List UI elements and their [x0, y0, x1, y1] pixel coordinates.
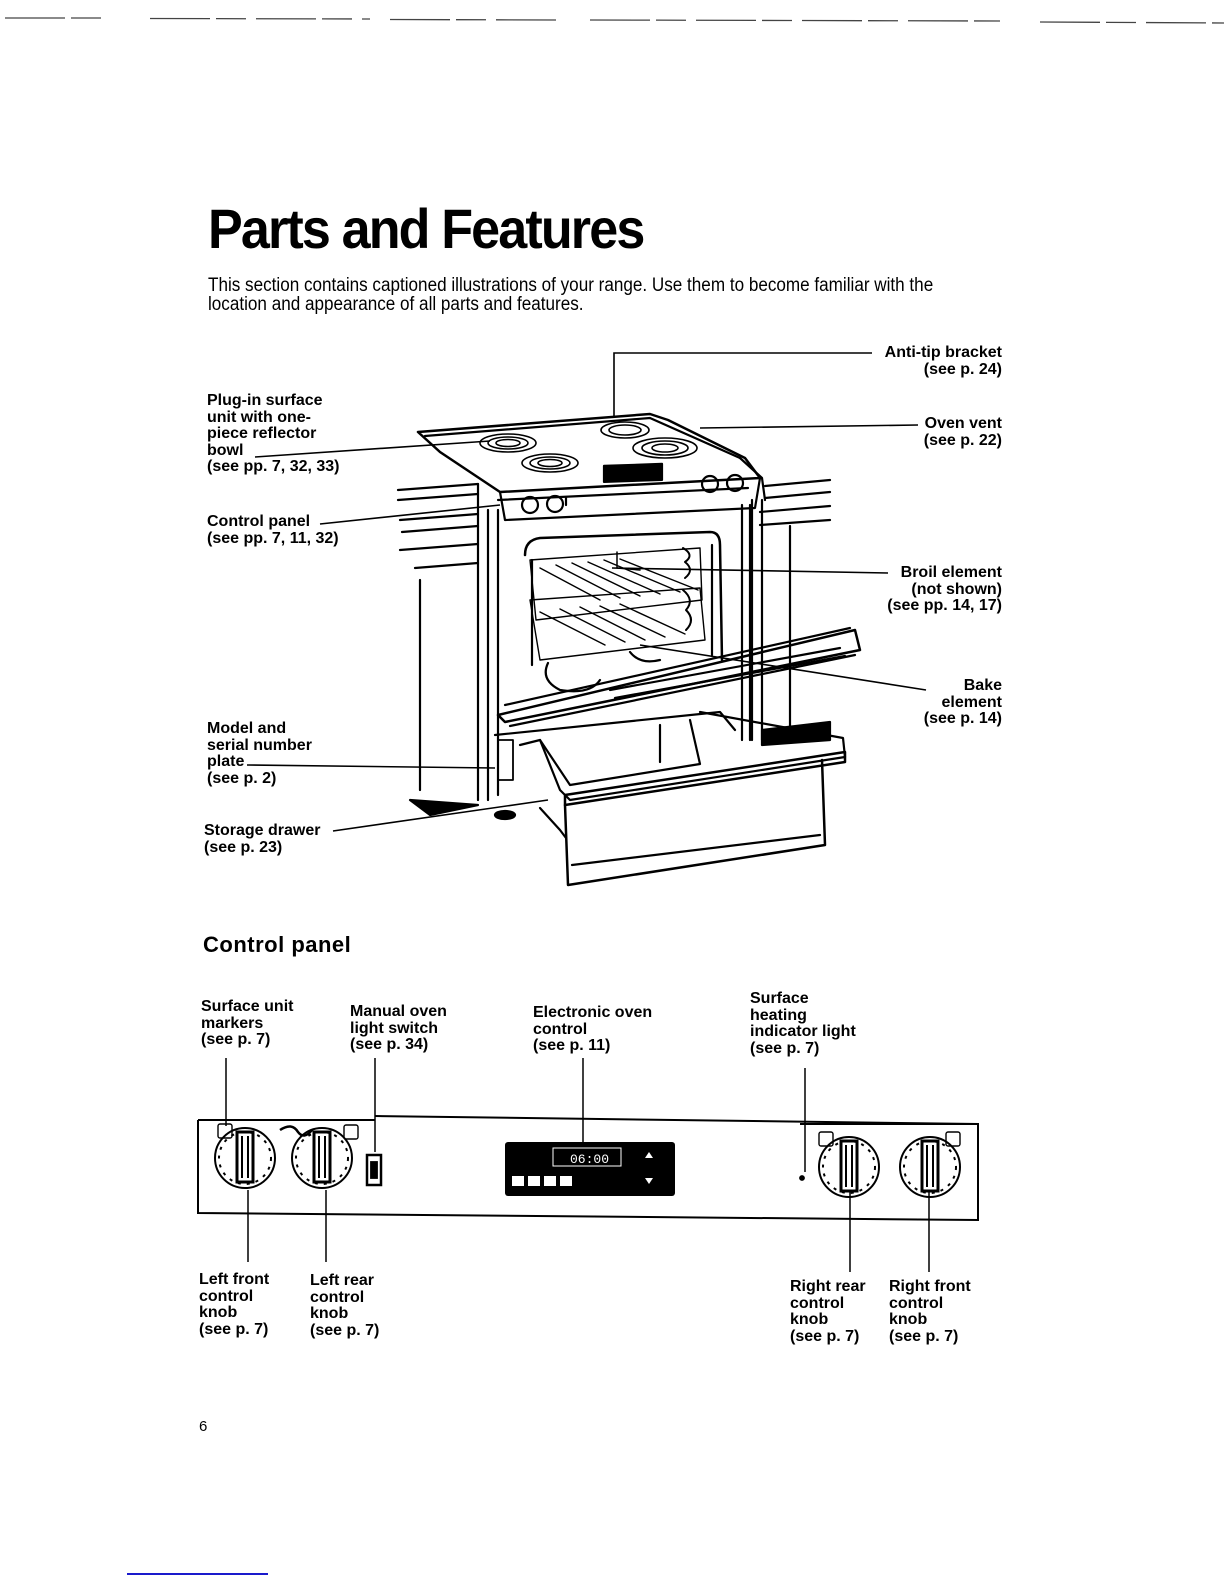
range-control-console	[496, 462, 762, 522]
clock-display-frame	[552, 1147, 622, 1167]
callout-line: unit with one-	[207, 408, 311, 426]
callout-line: Model and	[207, 720, 287, 737]
oven-door-open	[496, 626, 862, 728]
page-title: Parts and Features	[208, 197, 645, 260]
callout-model-serial-plate: Model and serial number plate (see p. 2)	[207, 720, 312, 787]
panel-outline	[197, 1115, 979, 1222]
callout-line: Storage drawer	[204, 822, 321, 839]
callout-left-rear-control-knob: Left rear control knob (see p. 7)	[310, 1272, 380, 1339]
leader-oven-vent	[699, 424, 919, 429]
down-arrow-icon	[645, 1178, 653, 1184]
footer-link-underline[interactable]	[127, 1573, 268, 1575]
callout-page-ref: (see p. 22)	[923, 431, 1002, 449]
callout-page-ref: (see p. 14)	[923, 710, 1002, 727]
control-leader-lines	[225, 1058, 930, 1272]
surface-burners	[479, 421, 698, 473]
burner-left-rear	[479, 433, 537, 453]
burner-left-front	[521, 453, 579, 473]
control-pad-buttons	[512, 1176, 572, 1186]
leader-bake-element	[639, 644, 927, 691]
right-front-knob	[899, 1136, 961, 1198]
console-display	[602, 462, 664, 484]
leader-control-panel	[319, 504, 501, 525]
callout-page-ref: (see p. 23)	[204, 838, 283, 856]
left-cabinet	[396, 482, 480, 817]
serial-plate-drawing	[497, 739, 514, 781]
control-panel-heading: Control panel	[203, 932, 352, 957]
callout-page-ref: (see p. 2)	[207, 769, 277, 787]
callout-storage-drawer: Storage drawer (see p. 23)	[204, 822, 321, 856]
callout-line: Anti-tip bracket	[884, 344, 1002, 361]
oven-racks	[529, 547, 706, 661]
callout-line: Bake	[963, 677, 1002, 694]
callout-page-ref: (see p. 24)	[923, 360, 1002, 378]
scan-artifact-line	[5, 17, 1224, 24]
callout-line: Broil element	[900, 564, 1002, 581]
callout-page-ref: (see pp. 14, 17)	[887, 597, 1002, 614]
callout-oven-vent: Oven vent (see p. 22)	[923, 415, 1002, 449]
right-rear-knob	[818, 1136, 880, 1198]
burner-right-front	[632, 437, 698, 459]
callout-line: Plug-in surface	[207, 392, 323, 409]
callout-right-front-control-knob: Right front control knob (see p. 7)	[889, 1278, 971, 1345]
up-arrow-icon	[645, 1152, 653, 1158]
left-rear-knob	[291, 1127, 353, 1189]
leader-broil-element	[611, 567, 889, 574]
leader-surface-unit	[254, 440, 491, 458]
burner-right-rear	[600, 421, 650, 439]
electronic-oven-control-panel: 06:00	[505, 1142, 675, 1196]
callout-line: Control panel	[207, 513, 311, 530]
oven-light-switch-toggle	[370, 1161, 378, 1179]
callout-broil-element: Broil element (not shown) (see pp. 14, 1…	[887, 564, 1002, 615]
right-cabinet	[750, 478, 832, 747]
callout-line: element	[941, 693, 1002, 711]
left-front-knob	[214, 1127, 276, 1189]
callout-plug-in-surface-unit: Plug-in surface unit with one- piece ref…	[207, 392, 340, 476]
oven-light-switch-drawing	[365, 1153, 383, 1187]
page-number: 6	[199, 1418, 208, 1435]
callout-line: serial number	[207, 736, 312, 754]
leader-anti-tip-bracket	[613, 352, 872, 417]
callout-left-front-control-knob: Left front control knob (see p. 7)	[199, 1271, 270, 1338]
callout-line: bowl	[207, 441, 244, 459]
callout-control-panel: Control panel (see pp. 7, 11, 32)	[207, 513, 339, 547]
callout-page-ref: (see pp. 7, 32, 33)	[207, 458, 340, 475]
cooktop	[416, 412, 767, 502]
intro-paragraph: This section contains captioned illustra…	[208, 275, 934, 315]
callout-manual-oven-light-switch: Manual oven light switch (see p. 34)	[350, 1003, 447, 1053]
callout-line: piece reflector	[207, 425, 317, 442]
surface-heating-indicator-dot	[799, 1175, 805, 1181]
callout-line: Oven vent	[924, 415, 1002, 432]
leader-model-plate	[246, 764, 496, 769]
callout-line: plate	[207, 753, 245, 770]
callout-line: (not shown)	[911, 580, 1002, 598]
leader-storage-drawer	[332, 799, 549, 832]
callout-surface-heating-indicator-light: Surface heating indicator light (see p. …	[750, 990, 856, 1057]
callout-surface-unit-markers: Surface unit markers (see p. 7)	[201, 998, 294, 1048]
clock-display-digits: 06:00	[570, 1152, 609, 1167]
callout-page-ref: (see pp. 7, 11, 32)	[207, 529, 339, 547]
control-knobs	[214, 1127, 961, 1198]
electronic-control-housing	[505, 1142, 675, 1196]
callout-right-rear-control-knob: Right rear control knob (see p. 7)	[790, 1278, 866, 1345]
callout-bake-element: Bake element (see p. 14)	[923, 677, 1002, 728]
callout-anti-tip-bracket: Anti-tip bracket (see p. 24)	[884, 344, 1002, 378]
callout-electronic-oven-control: Electronic oven control (see p. 11)	[533, 1004, 653, 1054]
range-leader-lines	[246, 352, 927, 832]
storage-drawer-drawing	[493, 710, 847, 887]
brand-logo-mark	[279, 1125, 313, 1137]
